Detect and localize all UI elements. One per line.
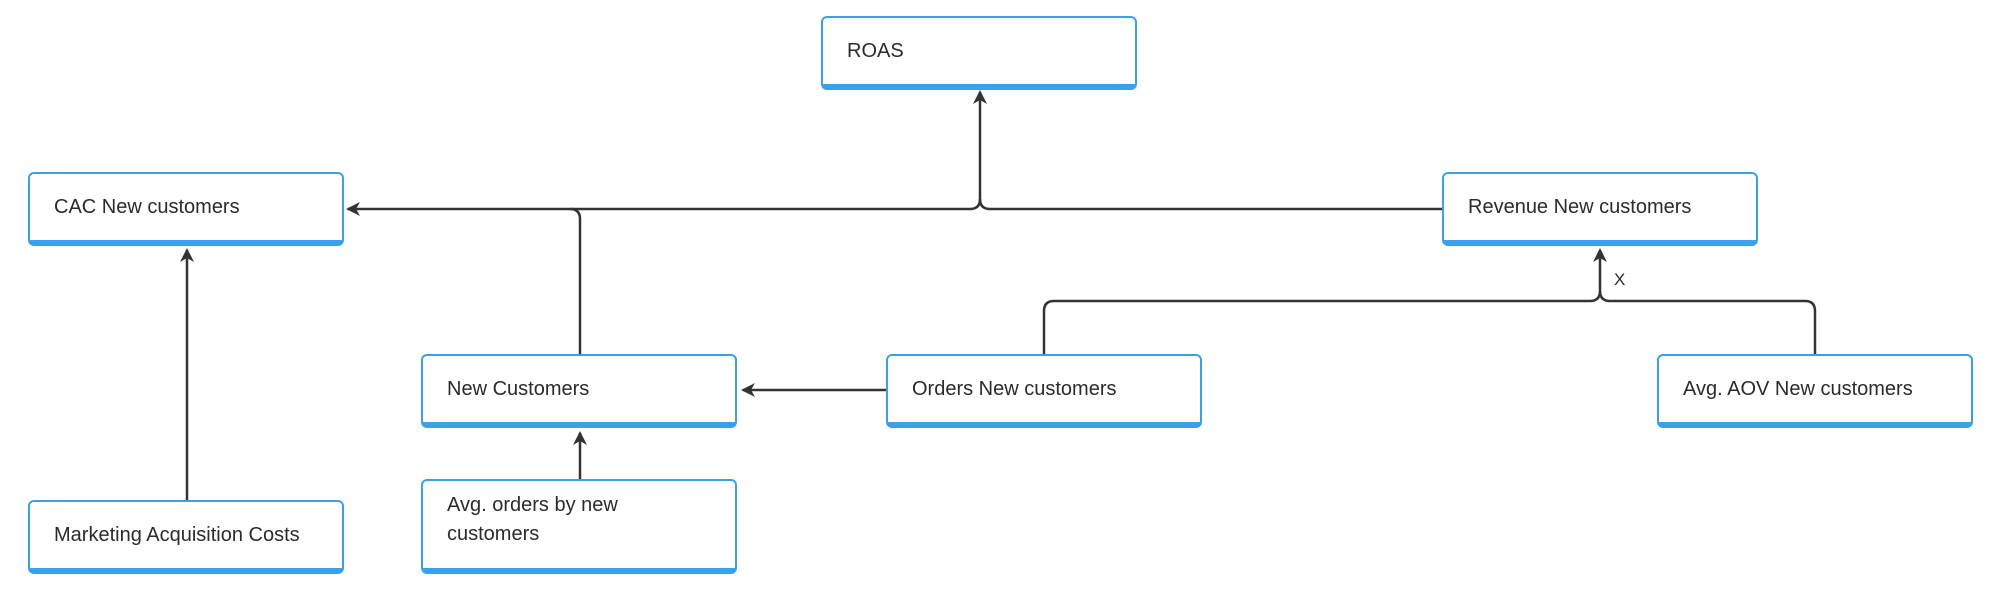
connector-new-customers-to-cac xyxy=(569,207,582,354)
node-label: Marketing Acquisition Costs xyxy=(54,523,300,546)
node-label: New Customers xyxy=(447,377,590,400)
node-cac-new-customers[interactable]: CAC New customers xyxy=(28,172,344,246)
node-marketing-acquisition-costs[interactable]: Marketing Acquisition Costs xyxy=(28,500,344,574)
node-avg-orders-by-new-customers[interactable]: Avg. orders by new customers xyxy=(421,479,737,574)
node-label: CAC New customers xyxy=(54,195,240,218)
connector-orders-to-revenue xyxy=(1042,248,1607,354)
node-label: Revenue New customers xyxy=(1468,195,1692,218)
node-label: ROAS xyxy=(847,39,904,62)
connector-revenue-to-roas xyxy=(973,90,1442,211)
node-orders-new-customers[interactable]: Orders New customers xyxy=(886,354,1202,428)
connector-aov-to-revenue xyxy=(1598,290,1817,354)
node-roas[interactable]: ROAS xyxy=(821,16,1137,90)
node-label: Avg. orders by new customers xyxy=(447,494,618,545)
connector-roas-trunk-to-cac xyxy=(346,198,982,216)
multiply-operator-label: X xyxy=(1614,270,1626,289)
node-label: Avg. AOV New customers xyxy=(1683,377,1913,400)
node-new-customers[interactable]: New Customers xyxy=(421,354,737,428)
node-label: Orders New customers xyxy=(912,377,1117,400)
node-revenue-new-customers[interactable]: Revenue New customers xyxy=(1442,172,1758,246)
node-avg-aov-new-customers[interactable]: Avg. AOV New customers xyxy=(1657,354,1973,428)
